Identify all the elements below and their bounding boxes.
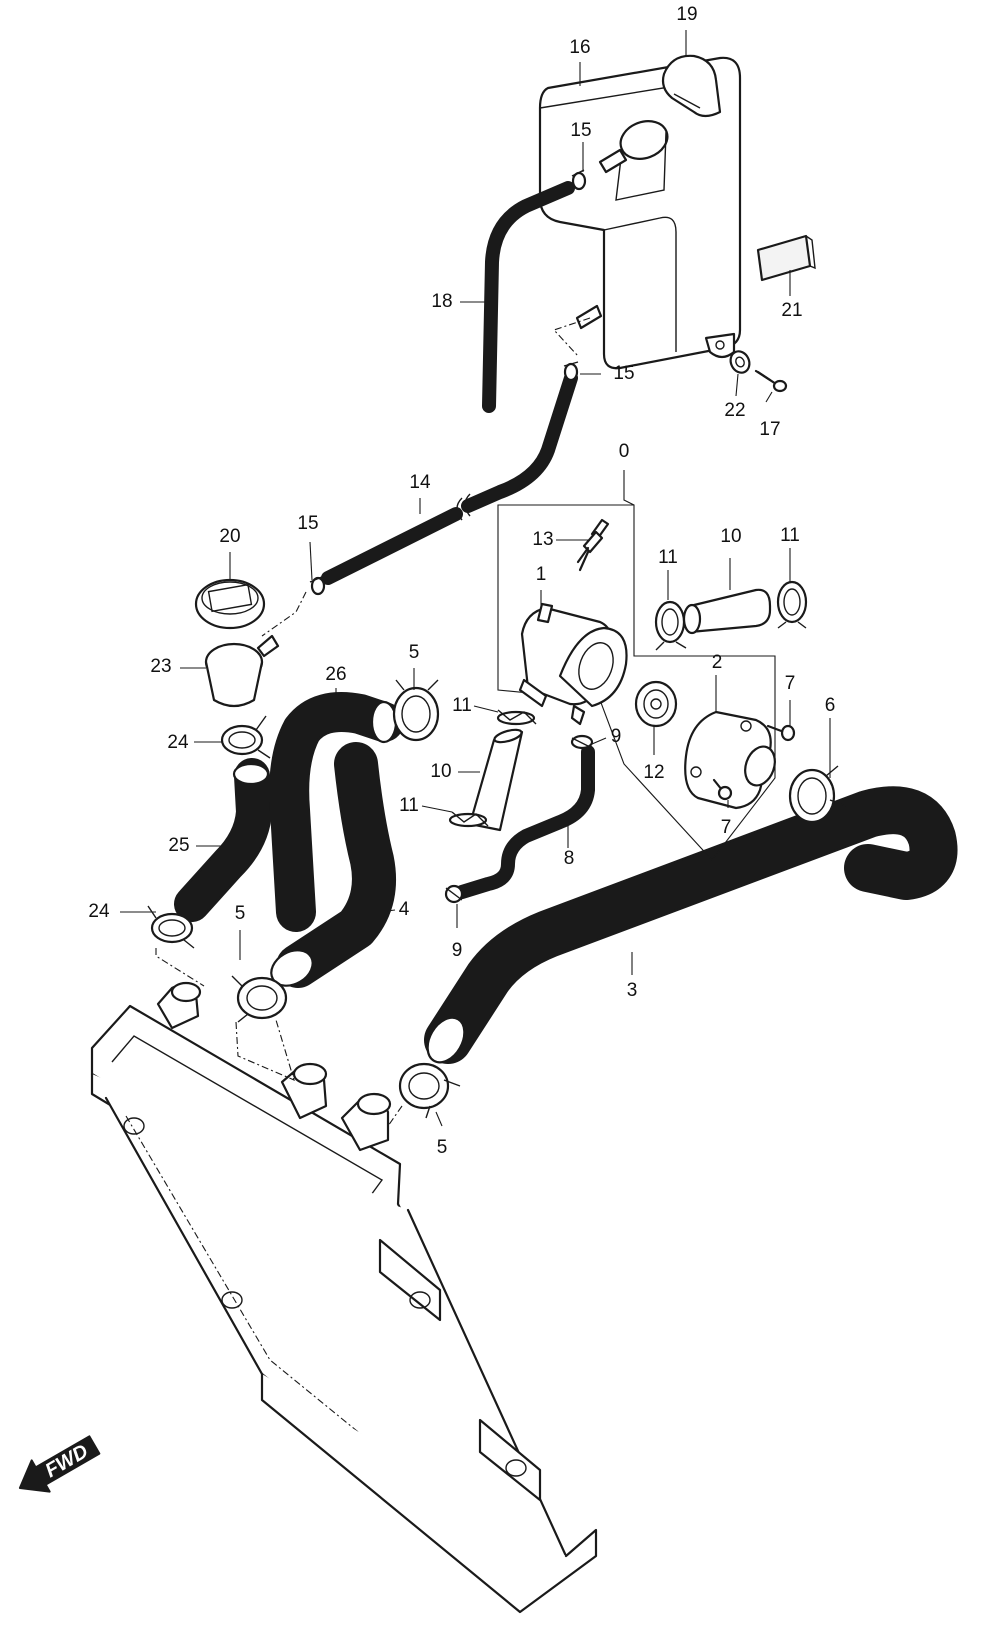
callout-23: 23 [150, 656, 171, 677]
radiator [90, 981, 598, 1614]
hose-clamp-24-upper [220, 715, 271, 759]
callout-22: 22 [724, 400, 745, 421]
callout-3: 3 [627, 980, 638, 1001]
radiator-hose-3 [424, 786, 958, 1064]
cover-bolt-upper [766, 724, 796, 742]
callout-15-lower: 15 [297, 513, 318, 534]
cushion-pad [756, 234, 816, 282]
hose-clamp-5-left [231, 975, 288, 1023]
callout-21: 21 [781, 300, 802, 321]
callout-10-lower: 10 [430, 761, 451, 782]
connector-hose-lower [468, 728, 524, 832]
callout-9-lower: 9 [452, 940, 463, 961]
callout-0: 0 [619, 441, 630, 462]
callout-7-lower: 7 [721, 817, 732, 838]
callout-7-upper: 7 [785, 673, 796, 694]
bypass-hose [174, 758, 272, 922]
hose-clamp-5-lower [398, 1062, 461, 1119]
upper-hose-26 [269, 692, 404, 932]
callout-10-upper: 10 [720, 526, 741, 547]
hose-clamp-11-left [654, 600, 687, 651]
callout-25: 25 [168, 835, 189, 856]
thermostat [634, 680, 678, 728]
callout-9-upper: 9 [611, 726, 622, 747]
leader-lines [120, 30, 831, 1127]
hose-clamp-11-mid-lower [448, 811, 489, 828]
hose-clamp-24-lower [147, 905, 195, 949]
callout-1: 1 [536, 564, 547, 585]
reservoir-hose [321, 371, 578, 585]
callout-11-mid-lower: 11 [399, 795, 419, 816]
thermostat-housing [518, 602, 628, 726]
mounting-bolt [754, 369, 788, 393]
callout-8: 8 [564, 848, 575, 869]
radiator-filler-neck [204, 634, 280, 708]
callout-17: 17 [759, 419, 780, 440]
hose-clamp-5-upper [392, 679, 440, 742]
fwd-arrow-icon: FWD [18, 1435, 101, 1493]
callout-24-upper: 24 [167, 732, 189, 753]
reservoir-cap [661, 54, 722, 118]
callout-15-upper: 15 [570, 120, 591, 141]
callout-5-upper: 5 [409, 642, 420, 663]
callout-18: 18 [431, 291, 452, 312]
hose-clip-lower [309, 575, 326, 596]
radiator-hose-4 [270, 742, 396, 988]
callout-20: 20 [219, 526, 240, 547]
callout-labels: 0 1 2 3 4 5 5 5 6 7 7 8 9 9 10 10 11 11 … [88, 4, 835, 1158]
radiator-cap [194, 578, 266, 630]
callout-2: 2 [712, 652, 723, 673]
callout-15-middle: 15 [613, 363, 634, 384]
hose-clip-upper [571, 169, 587, 191]
callout-19: 19 [676, 4, 697, 25]
hose-clip-9-lower [444, 884, 464, 904]
callout-11-left: 11 [658, 547, 678, 568]
callout-11-mid-upper: 11 [452, 695, 472, 716]
callout-13: 13 [532, 529, 553, 550]
hose-clamp-11-mid-upper [496, 709, 537, 726]
callout-24-lower: 24 [88, 901, 110, 922]
bleed-bolt [576, 518, 610, 572]
callout-12: 12 [643, 762, 664, 783]
callout-5-left: 5 [235, 903, 246, 924]
callout-14: 14 [409, 472, 431, 493]
hose-clamp-11-right [776, 580, 808, 629]
callout-4: 4 [399, 899, 410, 920]
callout-5-lower: 5 [437, 1137, 448, 1158]
hose-clamp-6 [788, 765, 847, 824]
thermostat-cover [684, 710, 776, 810]
connector-hose-upper [682, 588, 772, 635]
hose-clip-middle [563, 361, 579, 382]
grommet [729, 350, 751, 374]
overflow-hose [482, 181, 575, 413]
bypass-hose-8 [455, 745, 595, 899]
assembly-guide-lines [155, 317, 591, 1127]
callout-26: 26 [325, 664, 346, 685]
callout-6: 6 [825, 695, 836, 716]
reservoir-tank [538, 56, 742, 370]
callout-11-right: 11 [780, 525, 800, 546]
fwd-label: FWD [42, 1440, 92, 1482]
hose-clip-9-upper [570, 734, 594, 750]
cover-bolt-lower [712, 778, 733, 801]
callout-16: 16 [569, 37, 590, 58]
